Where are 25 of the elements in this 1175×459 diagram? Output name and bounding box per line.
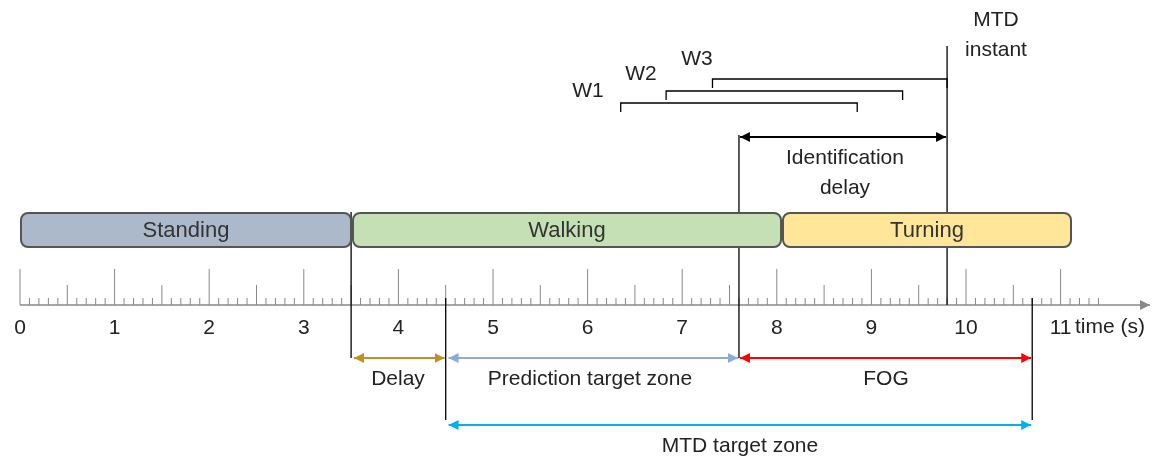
tick-label: 11 xyxy=(1049,314,1072,340)
tick-label: 5 xyxy=(487,314,499,340)
tick-label: 4 xyxy=(392,314,405,340)
tick-label: 1 xyxy=(108,314,121,340)
tick-label: 2 xyxy=(203,314,216,340)
interval-label: FOG xyxy=(863,365,909,391)
interval-label: Delay xyxy=(371,365,425,391)
turning-phase-bar: Turning xyxy=(782,212,1072,248)
marker-label: MTD instant xyxy=(964,6,1028,62)
tick-label: 10 xyxy=(954,314,978,340)
standing-phase-bar: Standing xyxy=(20,212,352,248)
tick-label: 6 xyxy=(581,314,594,340)
interval-label: Prediction target zone xyxy=(487,365,693,391)
tick-label: 9 xyxy=(865,314,878,340)
interval-label: MTD target zone xyxy=(661,432,819,458)
window-label: W3 xyxy=(681,45,713,71)
tick-label: 0 xyxy=(14,314,26,340)
interval-label: Identification delay xyxy=(785,144,905,200)
axis-label: time (s) xyxy=(1075,313,1145,339)
tick-label: 3 xyxy=(297,314,310,340)
tick-label: 7 xyxy=(676,314,689,340)
window-label: W1 xyxy=(572,77,604,103)
walking-phase-bar: Walking xyxy=(352,212,782,248)
tick-label: 8 xyxy=(770,314,783,340)
window-label: W2 xyxy=(625,60,657,86)
